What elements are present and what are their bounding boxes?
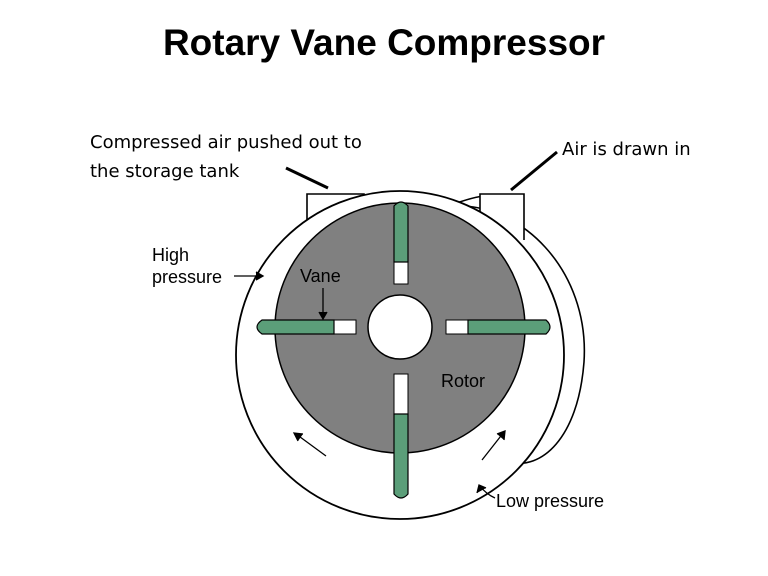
vane-top: [393, 201, 409, 263]
low-pressure-label: Low pressure: [496, 491, 605, 511]
inlet-label: Air is drawn in: [562, 139, 691, 160]
vane-bottom: [393, 413, 409, 499]
low-pressure-arrow: [476, 484, 496, 499]
vane-pointer-arrow: [318, 288, 328, 321]
outlet-label-line1: Compressed air pushed out to: [90, 132, 362, 153]
vane-slot-left: [333, 319, 357, 335]
outlet-leader-line: [285, 166, 329, 190]
rotor-label: Rotor: [441, 371, 486, 391]
rotor-hub: [367, 294, 433, 360]
vane-right: [467, 319, 551, 335]
rotation-arrow-right: [481, 430, 506, 461]
high-pressure-label-line2: pressure: [152, 267, 223, 287]
vane-left: [256, 319, 335, 335]
vane-slot-top: [393, 261, 409, 285]
inlet-port: [479, 193, 525, 240]
diagram-title: Rotary Vane Compressor: [162, 22, 606, 63]
vane-label: Vane: [300, 266, 341, 286]
high-pressure-arrow: [234, 271, 265, 281]
high-pressure-label-line1: High: [152, 245, 190, 265]
rotation-arrow-left: [292, 432, 327, 457]
inlet-leader-line: [510, 150, 558, 192]
outlet-label-line2: the storage tank: [90, 161, 240, 182]
vane-slot-right: [445, 319, 469, 335]
vane-slot-bottom: [393, 373, 409, 415]
